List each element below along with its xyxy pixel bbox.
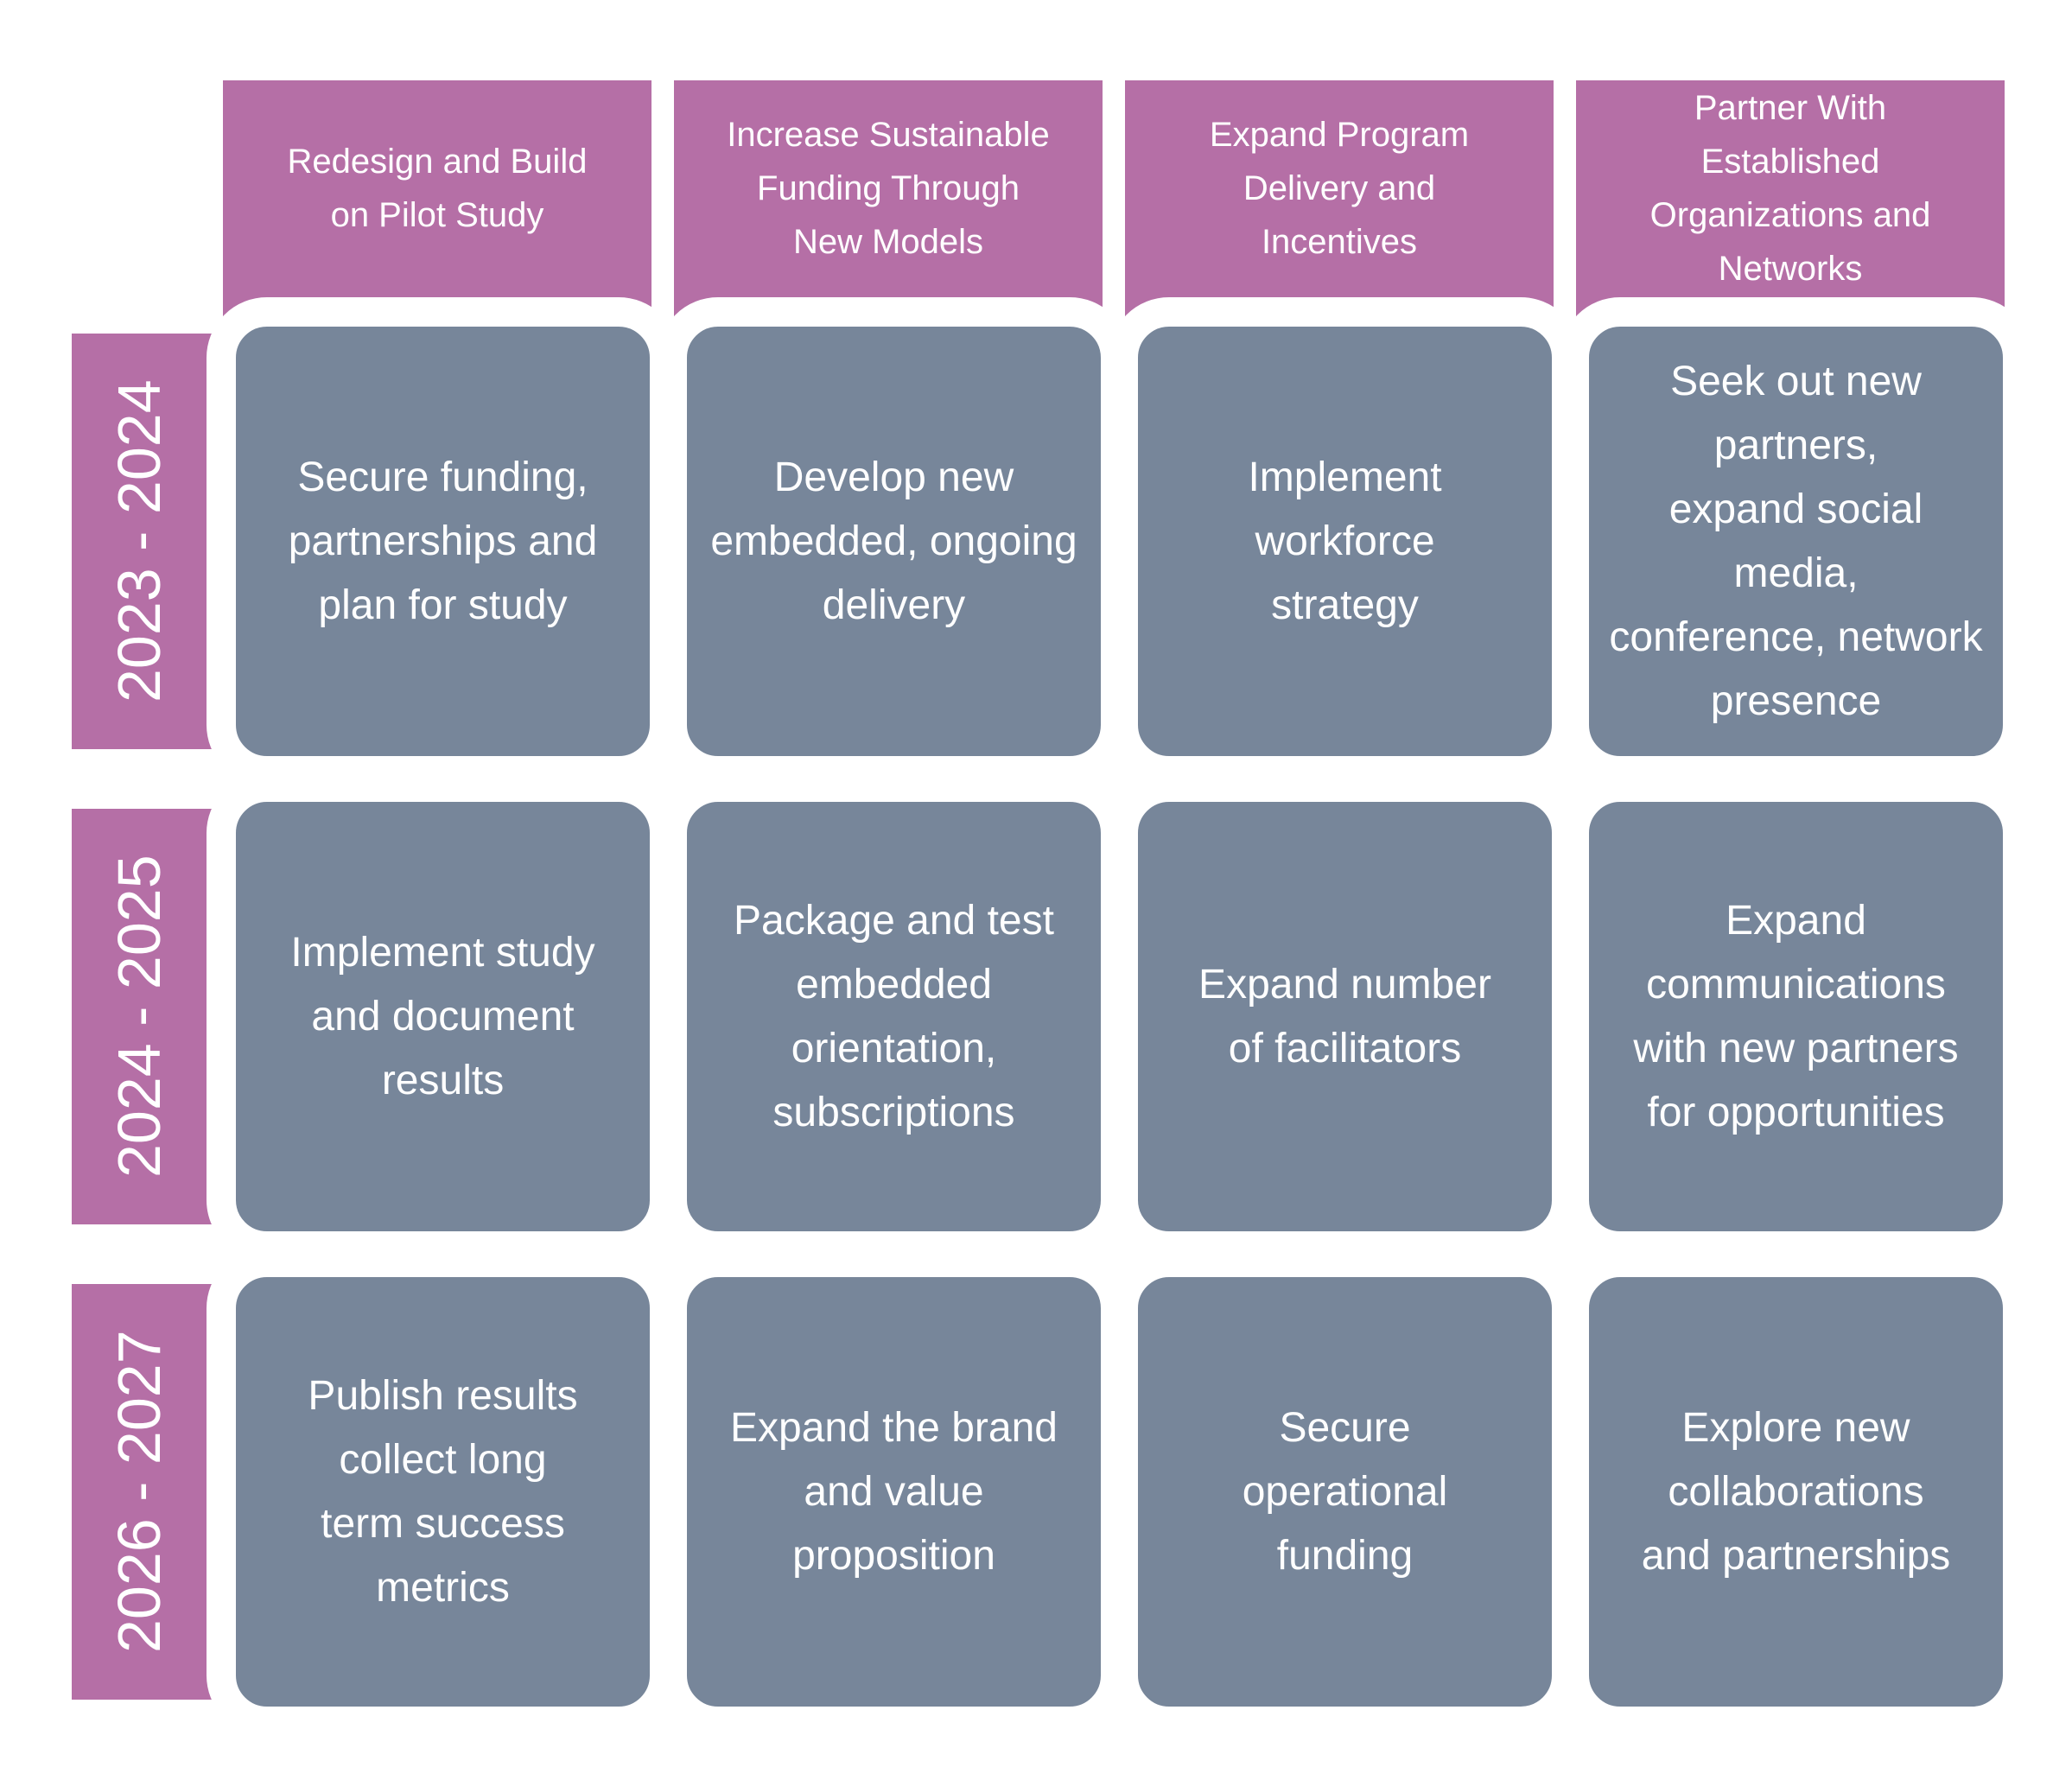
column-header-label: Redesign and Build on Pilot Study: [287, 143, 588, 234]
column-header-label: Expand Program Delivery and Incentives: [1209, 116, 1470, 261]
cell-r3c1: Publish results collect long term succes…: [207, 1248, 679, 1736]
cell-r1c1: Secure funding, partnerships and plan fo…: [207, 297, 679, 785]
cell-r2c1: Implement study and document results: [207, 772, 679, 1261]
cell-r1c3: Implement workforce strategy: [1109, 297, 1581, 785]
cell-r1c2: Develop new embedded, ongoing delivery: [658, 297, 1130, 785]
column-header-label: Increase Sustainable Funding Through New…: [727, 116, 1050, 261]
cell-r3c3: Secure operational funding: [1109, 1248, 1581, 1736]
row-label-text: 2024 - 2025: [105, 855, 173, 1179]
cell-r3c4: Explore new collaborations and partnersh…: [1560, 1248, 2032, 1736]
cell-r3c2: Expand the brand and value proposition: [658, 1248, 1130, 1736]
row-label-text: 2023 - 2024: [105, 379, 173, 703]
cell-r1c4: Seek out new partners, expand social med…: [1560, 297, 2032, 785]
cell-r2c2: Package and test embedded orientation, s…: [658, 772, 1130, 1261]
row-label-text: 2026 - 2027: [105, 1330, 173, 1654]
column-header-label: Partner With Established Organizations a…: [1649, 89, 1931, 288]
cell-r2c4: Expand communications with new partners …: [1560, 772, 2032, 1261]
cell-r2c3: Expand number of facilitators: [1109, 772, 1581, 1261]
